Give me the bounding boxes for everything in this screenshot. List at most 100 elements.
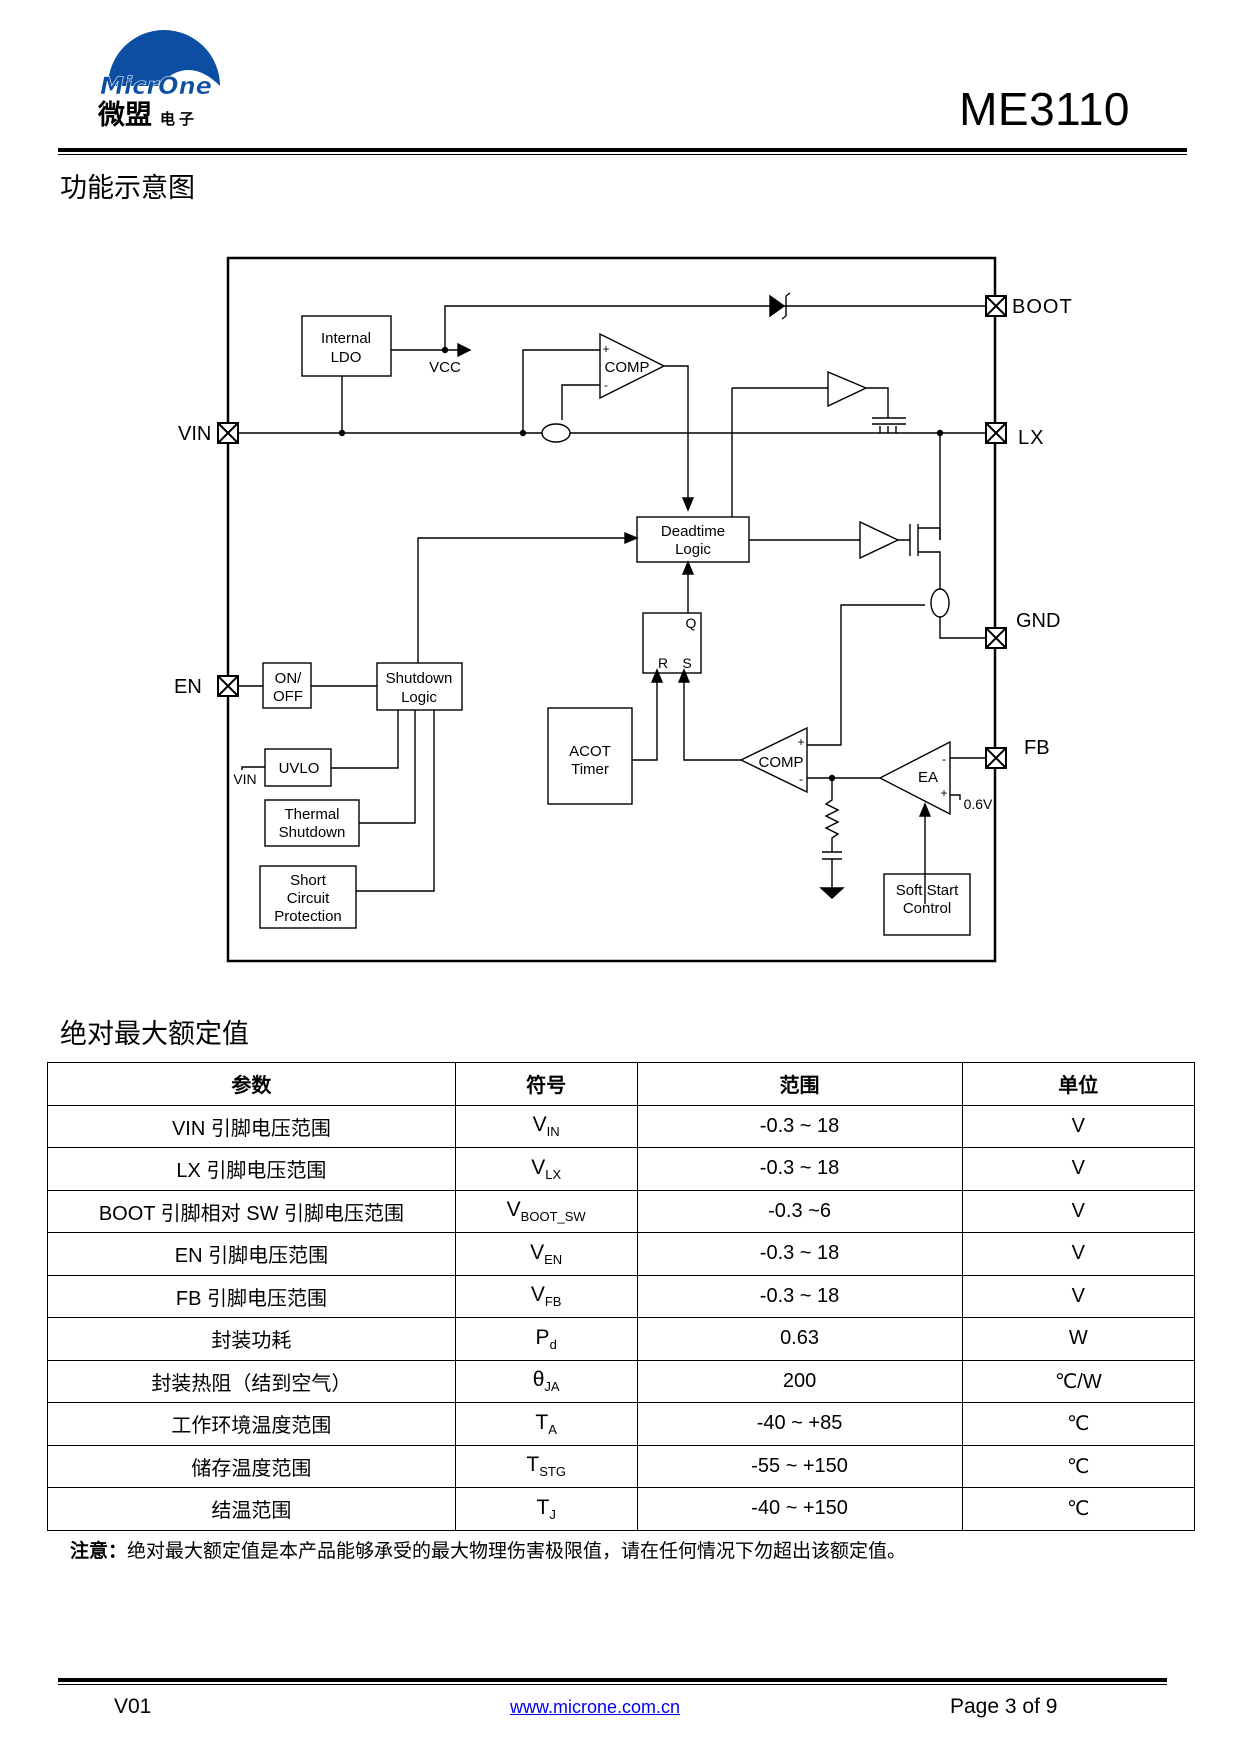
comp-top-minus: - xyxy=(604,378,608,392)
current-sense-bottom xyxy=(930,588,950,618)
pin-boot-label: BOOT xyxy=(1012,296,1073,318)
pin-lx-marker xyxy=(985,422,1007,444)
website-link[interactable]: www.microne.com.cn xyxy=(510,1697,681,1717)
range-cell: -0.3 ~ 18 xyxy=(636,1274,963,1318)
unit-cell: ℃ xyxy=(961,1444,1196,1488)
range-cell: -0.3 ~6 xyxy=(636,1189,963,1233)
param-cell: LX 引脚电压范围 xyxy=(47,1147,456,1191)
thermal-label-2: Shutdown xyxy=(279,824,346,841)
vcc-label: VCC xyxy=(429,359,461,376)
param-cell: 结温范围 xyxy=(47,1487,456,1531)
range-cell: 0.63 xyxy=(636,1317,963,1361)
pin-vin-label: VIN xyxy=(178,423,211,445)
latch-r-label: R xyxy=(658,655,668,671)
high-side-fet xyxy=(866,387,906,433)
symbol-cell: VLX xyxy=(454,1147,638,1191)
range-cell: 200 xyxy=(636,1359,963,1403)
pin-gnd-marker xyxy=(985,627,1007,649)
pin-boot-marker xyxy=(985,295,1007,317)
symbol-cell: VEN xyxy=(454,1232,638,1276)
logo-text-en: MicrOne xyxy=(100,72,212,100)
ea-plus: + xyxy=(940,786,947,800)
high-side-driver xyxy=(827,370,868,408)
param-cell: VIN 引脚电压范围 xyxy=(47,1104,456,1148)
ea-minus: - xyxy=(942,752,946,766)
table-row: EN 引脚电压范围 VEN -0.3 ~ 18 V xyxy=(47,1232,1196,1276)
param-cell: 封装热阻（结到空气） xyxy=(47,1359,456,1403)
table-row: 封装热阻（结到空气） θJA 200 ℃/W xyxy=(47,1359,1196,1403)
note-label: 注意： xyxy=(70,1540,128,1562)
param-cell: EN 引脚电压范围 xyxy=(47,1232,456,1276)
short-label-1: Short xyxy=(290,872,327,889)
chip-outline xyxy=(226,256,997,963)
absolute-max-ratings-title: 绝对最大额定值 xyxy=(60,1019,249,1050)
ea-label: EA xyxy=(918,769,938,786)
param-cell: 工作环境温度范围 xyxy=(47,1402,456,1446)
uvlo-label: UVLO xyxy=(279,760,320,777)
rs-latch-block xyxy=(642,612,702,674)
internal-ldo-label-1: Internal xyxy=(321,330,371,347)
short-label-2: Circuit xyxy=(287,890,330,907)
note-text: 绝对最大额定值是本产品能够承受的最大物理伤害极限值，请在任何情况下勿超出该额定值… xyxy=(127,1540,907,1562)
symbol-cell: VBOOT_SW xyxy=(454,1189,638,1233)
symbol-cell: TSTG xyxy=(454,1444,638,1488)
part-number: ME3110 xyxy=(959,83,1130,135)
pin-fb-label: FB xyxy=(1024,737,1050,759)
comp-top-label: COMP xyxy=(605,359,650,376)
acot-label-1: ACOT xyxy=(569,743,611,760)
logo-text-cn-small: 电子 xyxy=(160,110,198,128)
boot-line xyxy=(444,305,986,350)
range-cell: -0.3 ~ 18 xyxy=(636,1104,963,1148)
pin-markers xyxy=(217,295,1007,769)
table-header-row: 参数 符号 范围 单位 xyxy=(47,1062,1196,1106)
on-off-label-2: OFF xyxy=(273,688,303,705)
page-number: Page 3 of 9 xyxy=(950,1695,1058,1718)
header-unit: 单位 xyxy=(961,1062,1196,1106)
header-symbol: 符号 xyxy=(454,1062,638,1106)
table-row: BOOT 引脚相对 SW 引脚电压范围 VBOOT_SW -0.3 ~6 V xyxy=(47,1189,1196,1233)
acot-label-2: Timer xyxy=(571,761,609,778)
symbol-cell: VIN xyxy=(454,1104,638,1148)
shutdown-label-1: Shutdown xyxy=(386,670,453,687)
deadtime-label-1: Deadtime xyxy=(661,523,725,540)
table-row: 储存温度范围 TSTG -55 ~ +150 ℃ xyxy=(47,1444,1196,1488)
compensation-capacitor xyxy=(822,851,842,860)
table-row: 工作环境温度范围 TA -40 ~ +85 ℃ xyxy=(47,1402,1196,1446)
ratings-note: 注意：绝对最大额定值是本产品能够承受的最大物理伤害极限值，请在任何情况下勿超出该… xyxy=(70,1536,906,1563)
comp-bottom-triangle xyxy=(739,726,808,794)
soft-start-block xyxy=(883,873,971,936)
deadtime-label-2: Logic xyxy=(675,541,711,558)
soft-start-label-1: Soft Start xyxy=(896,882,959,899)
comp-bottom-minus: - xyxy=(799,772,803,786)
unit-cell: V xyxy=(961,1274,1196,1318)
logo-text-cn: 微盟 xyxy=(98,100,152,131)
range-cell: -55 ~ +150 xyxy=(636,1444,963,1488)
symbol-cell: VFB xyxy=(454,1274,638,1318)
internal-ldo-block xyxy=(301,315,392,377)
pin-vin-marker xyxy=(217,422,239,444)
boot-diode xyxy=(769,294,786,318)
unit-cell: V xyxy=(961,1232,1196,1276)
unit-cell: W xyxy=(961,1317,1196,1361)
latch-q-label: Q xyxy=(686,615,697,631)
unit-cell: ℃ xyxy=(961,1487,1196,1531)
unit-cell: ℃ xyxy=(961,1402,1196,1446)
comp-top-plus: + xyxy=(602,342,609,356)
unit-cell: V xyxy=(961,1189,1196,1233)
on-off-label-1: ON/ xyxy=(275,670,303,687)
unit-cell: V xyxy=(961,1147,1196,1191)
thermal-label-1: Thermal xyxy=(284,806,339,823)
shutdown-logic-block xyxy=(376,662,463,711)
footer-divider xyxy=(58,1678,1167,1685)
unit-cell: V xyxy=(961,1104,1196,1148)
table-row: LX 引脚电压范围 VLX -0.3 ~ 18 V xyxy=(47,1147,1196,1191)
param-cell: FB 引脚电压范围 xyxy=(47,1274,456,1318)
acot-timer-block xyxy=(547,707,633,805)
param-cell: BOOT 引脚相对 SW 引脚电压范围 xyxy=(47,1189,456,1233)
vref-label: 0.6V xyxy=(964,796,993,812)
current-sense-top xyxy=(541,423,571,443)
table-row: FB 引脚电压范围 VFB -0.3 ~ 18 V xyxy=(47,1274,1196,1318)
company-logo: MicrOne 微盟 电子 xyxy=(97,24,228,140)
footer-version: V01 xyxy=(114,1695,152,1718)
symbol-cell: TJ xyxy=(454,1487,638,1531)
